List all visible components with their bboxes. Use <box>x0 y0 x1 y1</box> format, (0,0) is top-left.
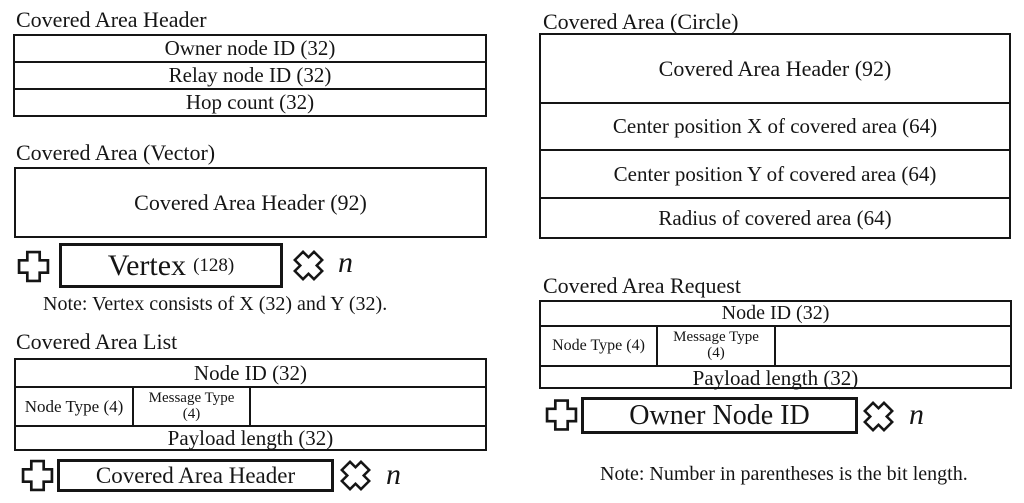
covered-area-header-box: Owner node ID (32) Relay node ID (32) Ho… <box>13 34 487 117</box>
plus-icon <box>21 459 54 492</box>
message-type-line2: (4) <box>182 405 201 422</box>
repeat-count-n-request: n <box>909 398 924 431</box>
section-title-covered-area-circle: Covered Area (Circle) <box>543 9 739 34</box>
field-relay-node-id: Relay node ID (32) <box>15 61 485 88</box>
owner-node-id-repeat-box: Owner Node ID <box>581 397 858 434</box>
message-type-line1: Message Type <box>148 389 235 406</box>
reserved-cell <box>776 327 1010 365</box>
section-title-covered-area-request: Covered Area Request <box>543 273 741 298</box>
multiply-icon <box>863 401 894 432</box>
reserved-cell <box>251 388 485 425</box>
section-title-covered-area-list: Covered Area List <box>16 329 178 354</box>
multiply-icon <box>293 250 324 281</box>
covered-area-header-repeat-box: Covered Area Header <box>57 459 334 492</box>
field-node-id: Node ID (32) <box>193 360 308 385</box>
field-message-type: Message Type (4) <box>658 327 776 365</box>
covered-area-request-box: Node ID (32) Node Type (4) Message Type … <box>539 300 1012 389</box>
covered-area-list-box: Node ID (32) Node Type (4) Message Type … <box>14 358 487 451</box>
request-split-row: Node Type (4) Message Type (4) <box>541 325 1010 365</box>
multiply-icon <box>340 460 371 491</box>
vertex-label: Vertex <box>107 248 187 282</box>
section-title-covered-area-vector: Covered Area (Vector) <box>16 140 216 165</box>
field-message-type: Message Type (4) <box>134 388 251 425</box>
message-type-line2: (4) <box>707 345 725 361</box>
plus-icon <box>545 398 578 432</box>
field-covered-area-header-92: Covered Area Header (92) <box>134 189 367 215</box>
field-node-type: Node Type (4) <box>541 327 658 365</box>
field-covered-area-header-92: Covered Area Header (92) <box>658 55 892 81</box>
note-bit-length: Note: Number in parentheses is the bit l… <box>600 463 968 485</box>
covered-area-circle-box: Covered Area Header (92) Center position… <box>539 33 1011 239</box>
field-hop-count: Hop count (32) <box>15 88 485 115</box>
field-payload-length: Payload length (32) <box>16 425 485 449</box>
covered-area-vector-box: Covered Area Header (92) <box>14 167 487 238</box>
field-payload-length: Payload length (32) <box>541 365 1010 389</box>
field-center-x: Center position X of covered area (64) <box>541 102 1009 149</box>
vertex-repeat-box: Vertex (128) <box>59 243 283 288</box>
repeat-count-n-vector: n <box>338 246 353 279</box>
vertex-bits: (128) <box>193 254 235 276</box>
list-split-row: Node Type (4) Message Type (4) <box>16 386 485 425</box>
message-type-line1: Message Type <box>673 329 759 346</box>
field-node-id: Node ID (32) <box>721 302 830 324</box>
section-title-covered-area-header: Covered Area Header <box>16 7 207 32</box>
plus-icon <box>17 250 50 283</box>
field-center-y: Center position Y of covered area (64) <box>541 149 1009 197</box>
repeat-count-n-list: n <box>386 458 401 491</box>
field-node-type: Node Type (4) <box>16 388 134 425</box>
field-radius: Radius of covered area (64) <box>541 197 1009 237</box>
field-owner-node-id: Owner node ID (32) <box>164 36 336 61</box>
note-vertex: Note: Vertex consists of X (32) and Y (3… <box>43 293 388 315</box>
